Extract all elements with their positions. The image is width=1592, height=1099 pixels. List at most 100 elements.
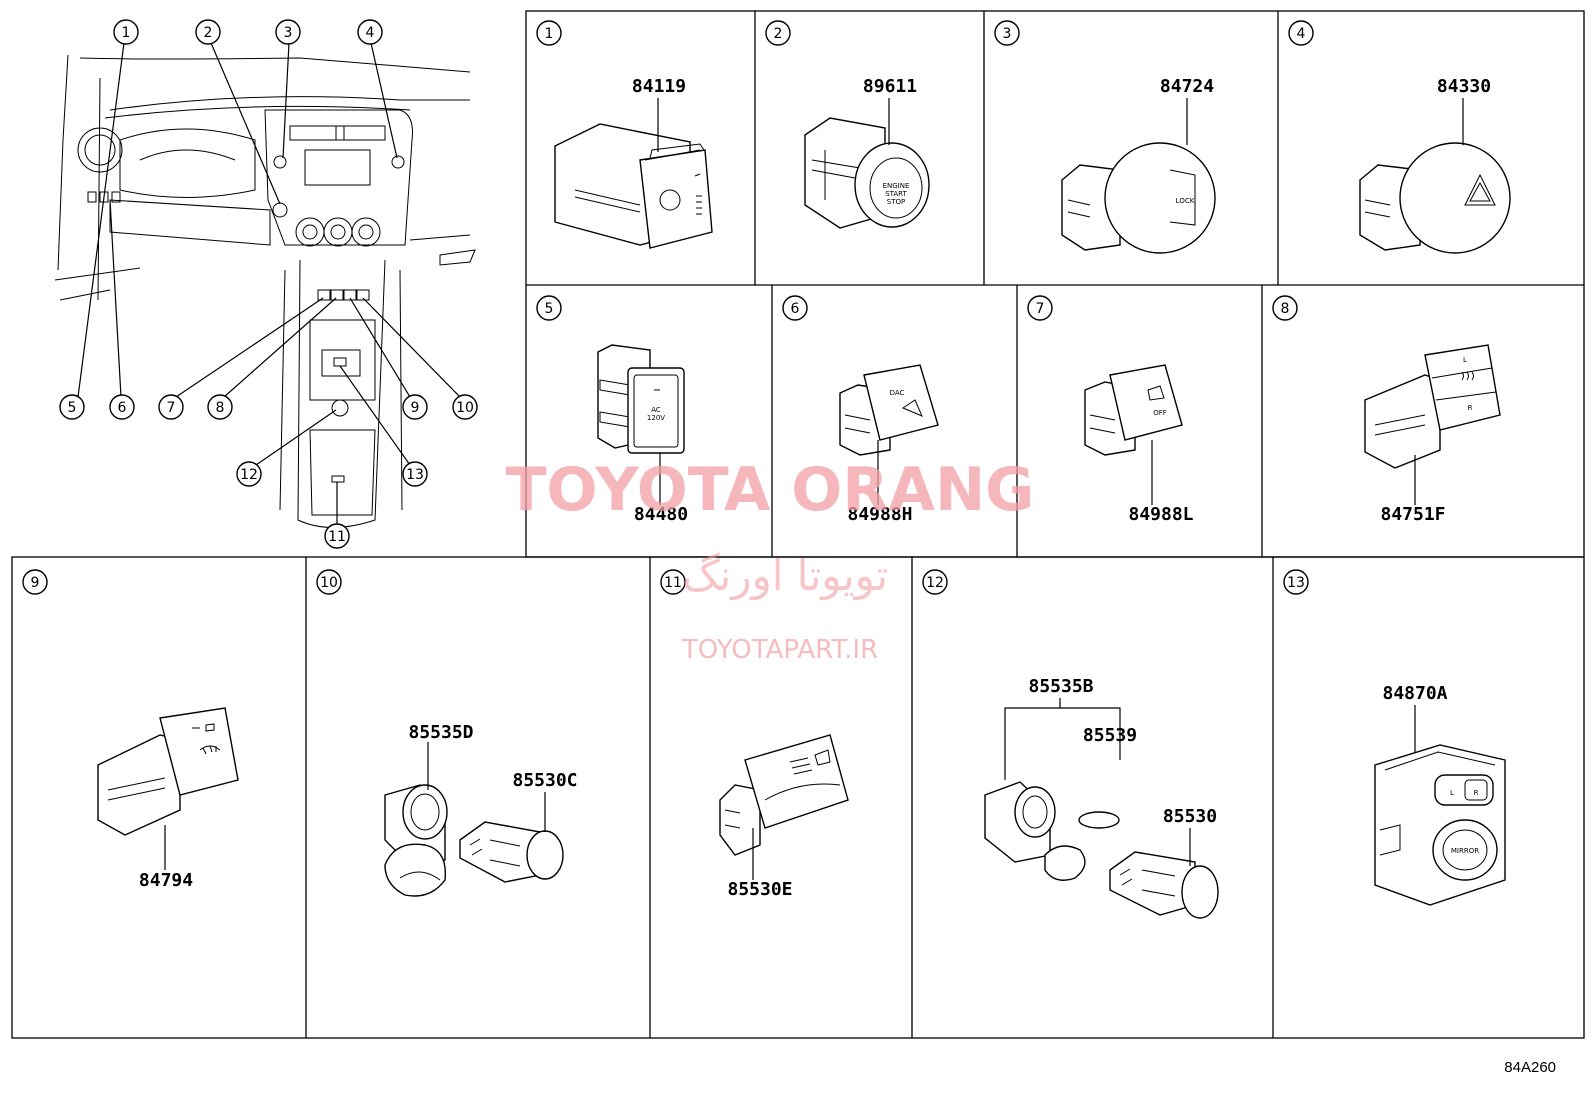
callout-2: 2 bbox=[195, 19, 221, 45]
svg-text:2: 2 bbox=[204, 25, 213, 41]
panel-number-2: 2 bbox=[765, 20, 791, 46]
part-84988H-drawing: DAC 84988H bbox=[839, 364, 939, 525]
part-84330-drawing: 84330 bbox=[1359, 76, 1511, 254]
panel-number-10: 10 bbox=[316, 569, 342, 595]
part-label-84870A: 84870A bbox=[1382, 683, 1447, 704]
part-label-84330: 84330 bbox=[1437, 76, 1491, 97]
svg-text:AC: AC bbox=[651, 406, 661, 414]
panel-number-8: 8 bbox=[1272, 295, 1298, 321]
svg-text:120V: 120V bbox=[647, 414, 665, 422]
callout-4: 4 bbox=[357, 19, 383, 45]
svg-text:5: 5 bbox=[68, 400, 77, 416]
watermark-title: TOYOTA ORANG bbox=[506, 455, 1035, 525]
part-label-85530E: 85530E bbox=[727, 879, 792, 900]
part-84988L-drawing: OFF 84988L bbox=[1084, 364, 1194, 525]
dashboard-overview bbox=[54, 54, 476, 528]
part-label-84751F: 84751F bbox=[1380, 504, 1445, 525]
svg-text:13: 13 bbox=[406, 467, 424, 483]
svg-text:10: 10 bbox=[456, 400, 474, 416]
svg-text:R: R bbox=[1468, 404, 1473, 412]
svg-text:START: START bbox=[885, 190, 907, 198]
svg-text:5: 5 bbox=[545, 301, 554, 317]
callout-8: 8 bbox=[207, 394, 233, 420]
callout-6: 6 bbox=[109, 394, 135, 420]
panel-number-12: 12 bbox=[922, 569, 948, 595]
panel-number-4: 4 bbox=[1288, 20, 1314, 46]
callout-5: 5 bbox=[59, 394, 85, 420]
part-85535B-85539-85530-drawing: 85535B 85539 85530 bbox=[984, 676, 1219, 919]
part-label-84480: 84480 bbox=[634, 504, 688, 525]
part-84724-drawing: LOCK 84724 bbox=[1061, 76, 1216, 254]
svg-text:1: 1 bbox=[122, 25, 131, 41]
watermark-url: TOYOTAPART.IR bbox=[681, 635, 878, 665]
svg-text:13: 13 bbox=[1287, 575, 1305, 591]
panel-number-7: 7 bbox=[1027, 295, 1053, 321]
panel-number-6: 6 bbox=[782, 295, 808, 321]
diagram-code: 84A260 bbox=[1504, 1059, 1556, 1076]
svg-text:10: 10 bbox=[320, 575, 338, 591]
part-85530E-drawing: 85530E bbox=[719, 734, 849, 900]
svg-text:MIRROR: MIRROR bbox=[1451, 847, 1479, 855]
part-84119-drawing: 84119 bbox=[554, 76, 713, 249]
svg-text:ENGINE: ENGINE bbox=[883, 182, 910, 190]
svg-text:11: 11 bbox=[328, 529, 346, 545]
callout-9: 9 bbox=[402, 394, 428, 420]
svg-text:L: L bbox=[1463, 356, 1467, 364]
callout-11: 11 bbox=[324, 523, 350, 549]
part-84751F-drawing: L R 84751F bbox=[1364, 344, 1501, 525]
panel-number-3: 3 bbox=[994, 20, 1020, 46]
svg-text:R: R bbox=[1474, 789, 1479, 797]
svg-text:11: 11 bbox=[664, 575, 682, 591]
svg-text:3: 3 bbox=[1003, 26, 1012, 42]
svg-text:7: 7 bbox=[167, 400, 176, 416]
panel-numbers: 1 2 3 4 5 6 7 8 9 10 11 12 13 bbox=[22, 20, 1314, 595]
svg-text:3: 3 bbox=[284, 25, 293, 41]
part-84870A-drawing: L R MIRROR 84870A bbox=[1374, 683, 1506, 906]
panel-number-5: 5 bbox=[536, 295, 562, 321]
svg-text:9: 9 bbox=[411, 400, 420, 416]
callout-7: 7 bbox=[158, 394, 184, 420]
svg-text:4: 4 bbox=[1297, 26, 1306, 42]
part-label-84724: 84724 bbox=[1160, 76, 1214, 97]
svg-text:8: 8 bbox=[1281, 301, 1290, 317]
svg-text:2: 2 bbox=[774, 26, 783, 42]
svg-text:1: 1 bbox=[545, 26, 554, 42]
svg-text:6: 6 bbox=[791, 301, 800, 317]
svg-text:STOP: STOP bbox=[887, 198, 905, 206]
part-label-85535D: 85535D bbox=[408, 722, 473, 743]
overview-callouts: 1 2 3 4 5 6 7 8 9 10 12 13 11 bbox=[59, 19, 478, 549]
panel-number-1: 1 bbox=[536, 20, 562, 46]
overview-leader-lines bbox=[77, 42, 461, 526]
part-label-84794: 84794 bbox=[139, 870, 193, 891]
svg-text:4: 4 bbox=[366, 25, 375, 41]
svg-text:DAC: DAC bbox=[890, 389, 905, 397]
watermark: TOYOTA ORANG تویوتا اورنگ TOYOTAPART.IR bbox=[506, 455, 1035, 665]
svg-text:OFF: OFF bbox=[1153, 409, 1167, 417]
callout-12: 12 bbox=[236, 461, 262, 487]
svg-text:L: L bbox=[1450, 789, 1454, 797]
part-89611-drawing: ENGINE START STOP 89611 bbox=[804, 76, 930, 229]
callout-3: 3 bbox=[275, 19, 301, 45]
panel-number-11: 11 bbox=[660, 569, 686, 595]
watermark-persian: تویوتا اورنگ bbox=[682, 551, 888, 600]
svg-text:8: 8 bbox=[216, 400, 225, 416]
svg-text:12: 12 bbox=[240, 467, 258, 483]
callout-13: 13 bbox=[402, 461, 428, 487]
part-85535D-85530C-drawing: 85535D 85530C bbox=[384, 722, 578, 897]
part-label-85530C: 85530C bbox=[512, 770, 577, 791]
part-label-84119: 84119 bbox=[632, 76, 686, 97]
svg-text:6: 6 bbox=[118, 400, 127, 416]
part-label-85535B: 85535B bbox=[1028, 676, 1093, 697]
part-label-84988L: 84988L bbox=[1128, 504, 1193, 525]
part-84794-drawing: 84794 bbox=[97, 707, 239, 891]
panel-number-9: 9 bbox=[22, 569, 48, 595]
part-label-84988H: 84988H bbox=[847, 504, 912, 525]
svg-text:12: 12 bbox=[926, 575, 944, 591]
part-label-85530: 85530 bbox=[1163, 806, 1217, 827]
svg-text:9: 9 bbox=[31, 575, 40, 591]
part-label-89611: 89611 bbox=[863, 76, 917, 97]
callout-10: 10 bbox=[452, 394, 478, 420]
part-label-85539: 85539 bbox=[1083, 725, 1137, 746]
part-84480-drawing: AC 120V 84480 bbox=[597, 344, 688, 525]
